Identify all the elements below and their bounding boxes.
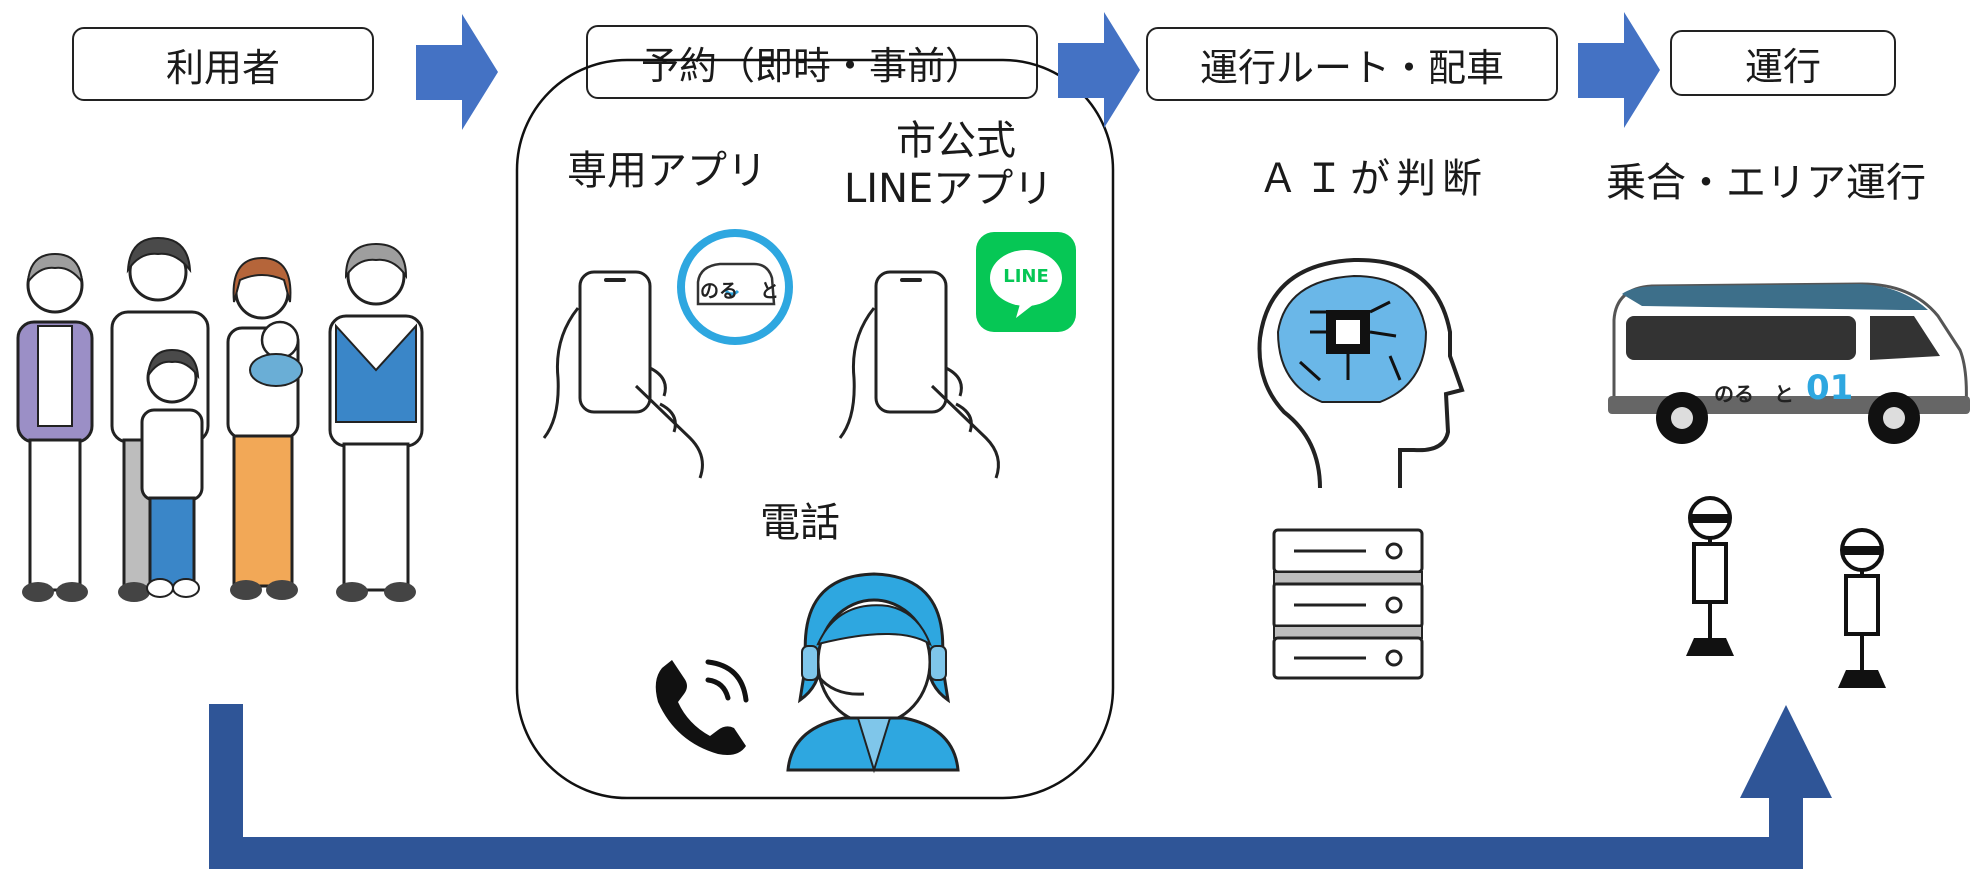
bus-stop-icon-1 xyxy=(1686,496,1734,656)
arrow-shape-1 xyxy=(416,14,498,130)
step-reservation-box: 予約（即時・事前） xyxy=(586,25,1038,99)
step-reservation-label: 予約（即時・事前） xyxy=(640,43,983,88)
server-icon xyxy=(1272,528,1424,680)
label-ride: 乗合・エリア運行 xyxy=(1606,160,1926,206)
arrow-icon-3 xyxy=(1578,12,1660,128)
grandfather-icon xyxy=(328,242,424,602)
smartphone-hand-icon-app xyxy=(542,270,704,479)
mother-icon xyxy=(226,256,303,600)
step-operation-label: 運行 xyxy=(1744,44,1821,89)
arrow-shape-3 xyxy=(1578,12,1660,128)
operator-icon xyxy=(786,572,960,774)
users-illustration xyxy=(16,236,424,602)
bus-number: 01 xyxy=(1806,368,1854,408)
bus-stop-icon-2 xyxy=(1838,528,1886,688)
step-route-box: 運行ルート・配車 xyxy=(1146,27,1558,101)
arrow-icon-1 xyxy=(416,14,498,130)
step-operation-box: 運行 xyxy=(1670,30,1896,96)
label-phone: 電話 xyxy=(760,500,840,546)
norudoto-logo-text: のると xyxy=(700,280,780,302)
label-line-2: LINEアプリ xyxy=(844,166,1054,212)
line-logo-icon xyxy=(976,232,1076,332)
bus-logo-text: のると xyxy=(1714,382,1794,406)
line-logo-text: LINE xyxy=(1003,266,1049,287)
label-app: 専用アプリ xyxy=(567,148,767,194)
step-user-box: 利用者 xyxy=(72,27,374,101)
arrow-icon-2 xyxy=(1058,12,1140,128)
bus-icon xyxy=(1608,282,1970,444)
norudoto-logo-icon xyxy=(677,229,793,345)
smartphone-hand-icon-line xyxy=(838,270,1000,479)
grandmother-icon xyxy=(16,252,94,602)
ai-brain-head-icon xyxy=(1257,257,1465,489)
child-icon xyxy=(140,348,204,598)
step-user-label: 利用者 xyxy=(165,45,280,90)
step-route-label: 運行ルート・配車 xyxy=(1199,45,1504,90)
phone-receiver-icon xyxy=(655,659,749,755)
arrow-shape-2 xyxy=(1058,12,1140,128)
label-line-1: 市公式 xyxy=(896,118,1016,164)
label-ai: ＡＩが判断 xyxy=(1258,156,1488,202)
